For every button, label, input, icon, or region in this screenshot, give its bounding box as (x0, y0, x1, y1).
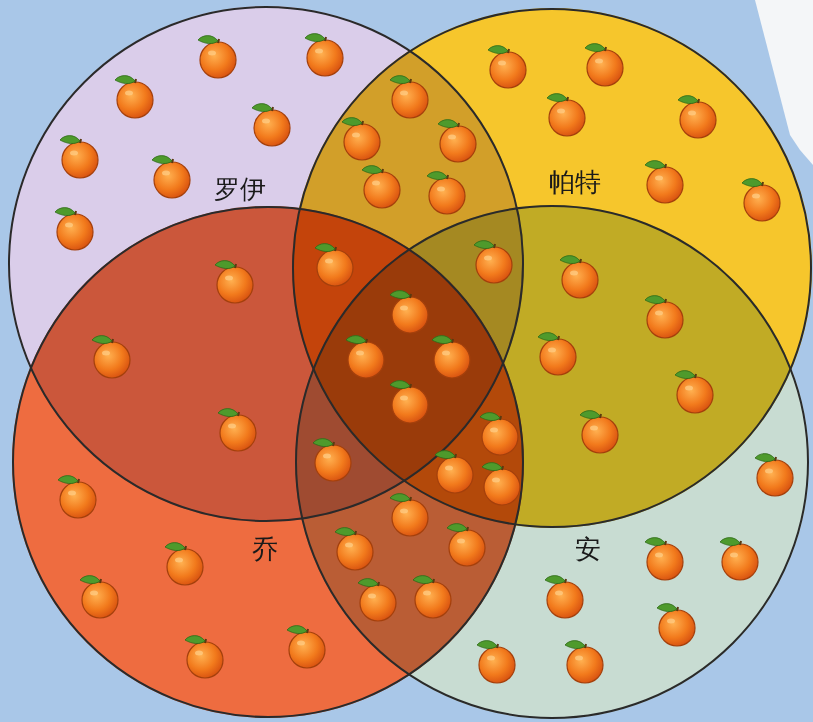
orange (488, 46, 526, 88)
orange (585, 44, 623, 86)
circle-outline (295, 205, 809, 719)
orange (346, 336, 384, 378)
region-fill (295, 205, 809, 719)
orange (413, 576, 451, 618)
orange (645, 296, 683, 338)
set-label: 帕特 (549, 167, 601, 198)
orange (565, 641, 603, 683)
orange (580, 411, 618, 453)
label-holder: 帕特 (549, 167, 601, 198)
orange (287, 626, 325, 668)
venn-circle: 安 (295, 205, 809, 719)
orange (358, 579, 396, 621)
orange (198, 36, 236, 78)
orange (342, 118, 380, 160)
paper-scrap (755, 0, 813, 165)
orange (305, 34, 343, 76)
orange (438, 120, 476, 162)
orange (152, 156, 190, 198)
orange (755, 454, 793, 496)
circle-border (296, 206, 808, 718)
orange (218, 409, 256, 451)
orange (58, 476, 96, 518)
label-holder: 罗伊 (214, 174, 266, 205)
orange (482, 463, 520, 505)
orange (432, 336, 470, 378)
orange (313, 439, 351, 481)
orange (545, 576, 583, 618)
orange (92, 336, 130, 378)
set-label: 乔 (252, 534, 278, 565)
orange (447, 524, 485, 566)
label-holder: 乔 (252, 534, 278, 565)
circle-outline (8, 6, 524, 522)
orange (362, 166, 400, 208)
venn-circle: 乔 (12, 206, 524, 718)
orange (538, 333, 576, 375)
orange (390, 291, 428, 333)
orange (474, 241, 512, 283)
orange (675, 371, 713, 413)
orange (252, 104, 290, 146)
orange (165, 543, 203, 585)
orange (547, 94, 585, 136)
orange (390, 381, 428, 423)
orange (645, 161, 683, 203)
orange (427, 172, 465, 214)
orange (390, 76, 428, 118)
orange (678, 96, 716, 138)
orange (115, 76, 153, 118)
set-label: 安 (575, 534, 601, 565)
orange (315, 244, 353, 286)
orange (560, 256, 598, 298)
orange (435, 451, 473, 493)
orange (185, 636, 223, 678)
orange (60, 136, 98, 178)
circle-border (13, 207, 523, 717)
venn-circle: 罗伊 (8, 6, 524, 522)
orange (480, 413, 518, 455)
label-holder: 安 (575, 534, 601, 565)
set-label: 罗伊 (214, 174, 266, 205)
orange (335, 528, 373, 570)
orange (80, 576, 118, 618)
orange-group (55, 34, 793, 683)
circle-outline (292, 8, 812, 528)
circle-outline (12, 206, 524, 718)
orange (215, 261, 253, 303)
orange (657, 604, 695, 646)
orange (720, 538, 758, 580)
orange (390, 494, 428, 536)
orange (477, 641, 515, 683)
venn-circle: 帕特 (292, 8, 812, 528)
orange (55, 208, 93, 250)
orange (645, 538, 683, 580)
circle-border (9, 7, 523, 521)
circle-border (293, 9, 811, 527)
orange (742, 179, 780, 221)
